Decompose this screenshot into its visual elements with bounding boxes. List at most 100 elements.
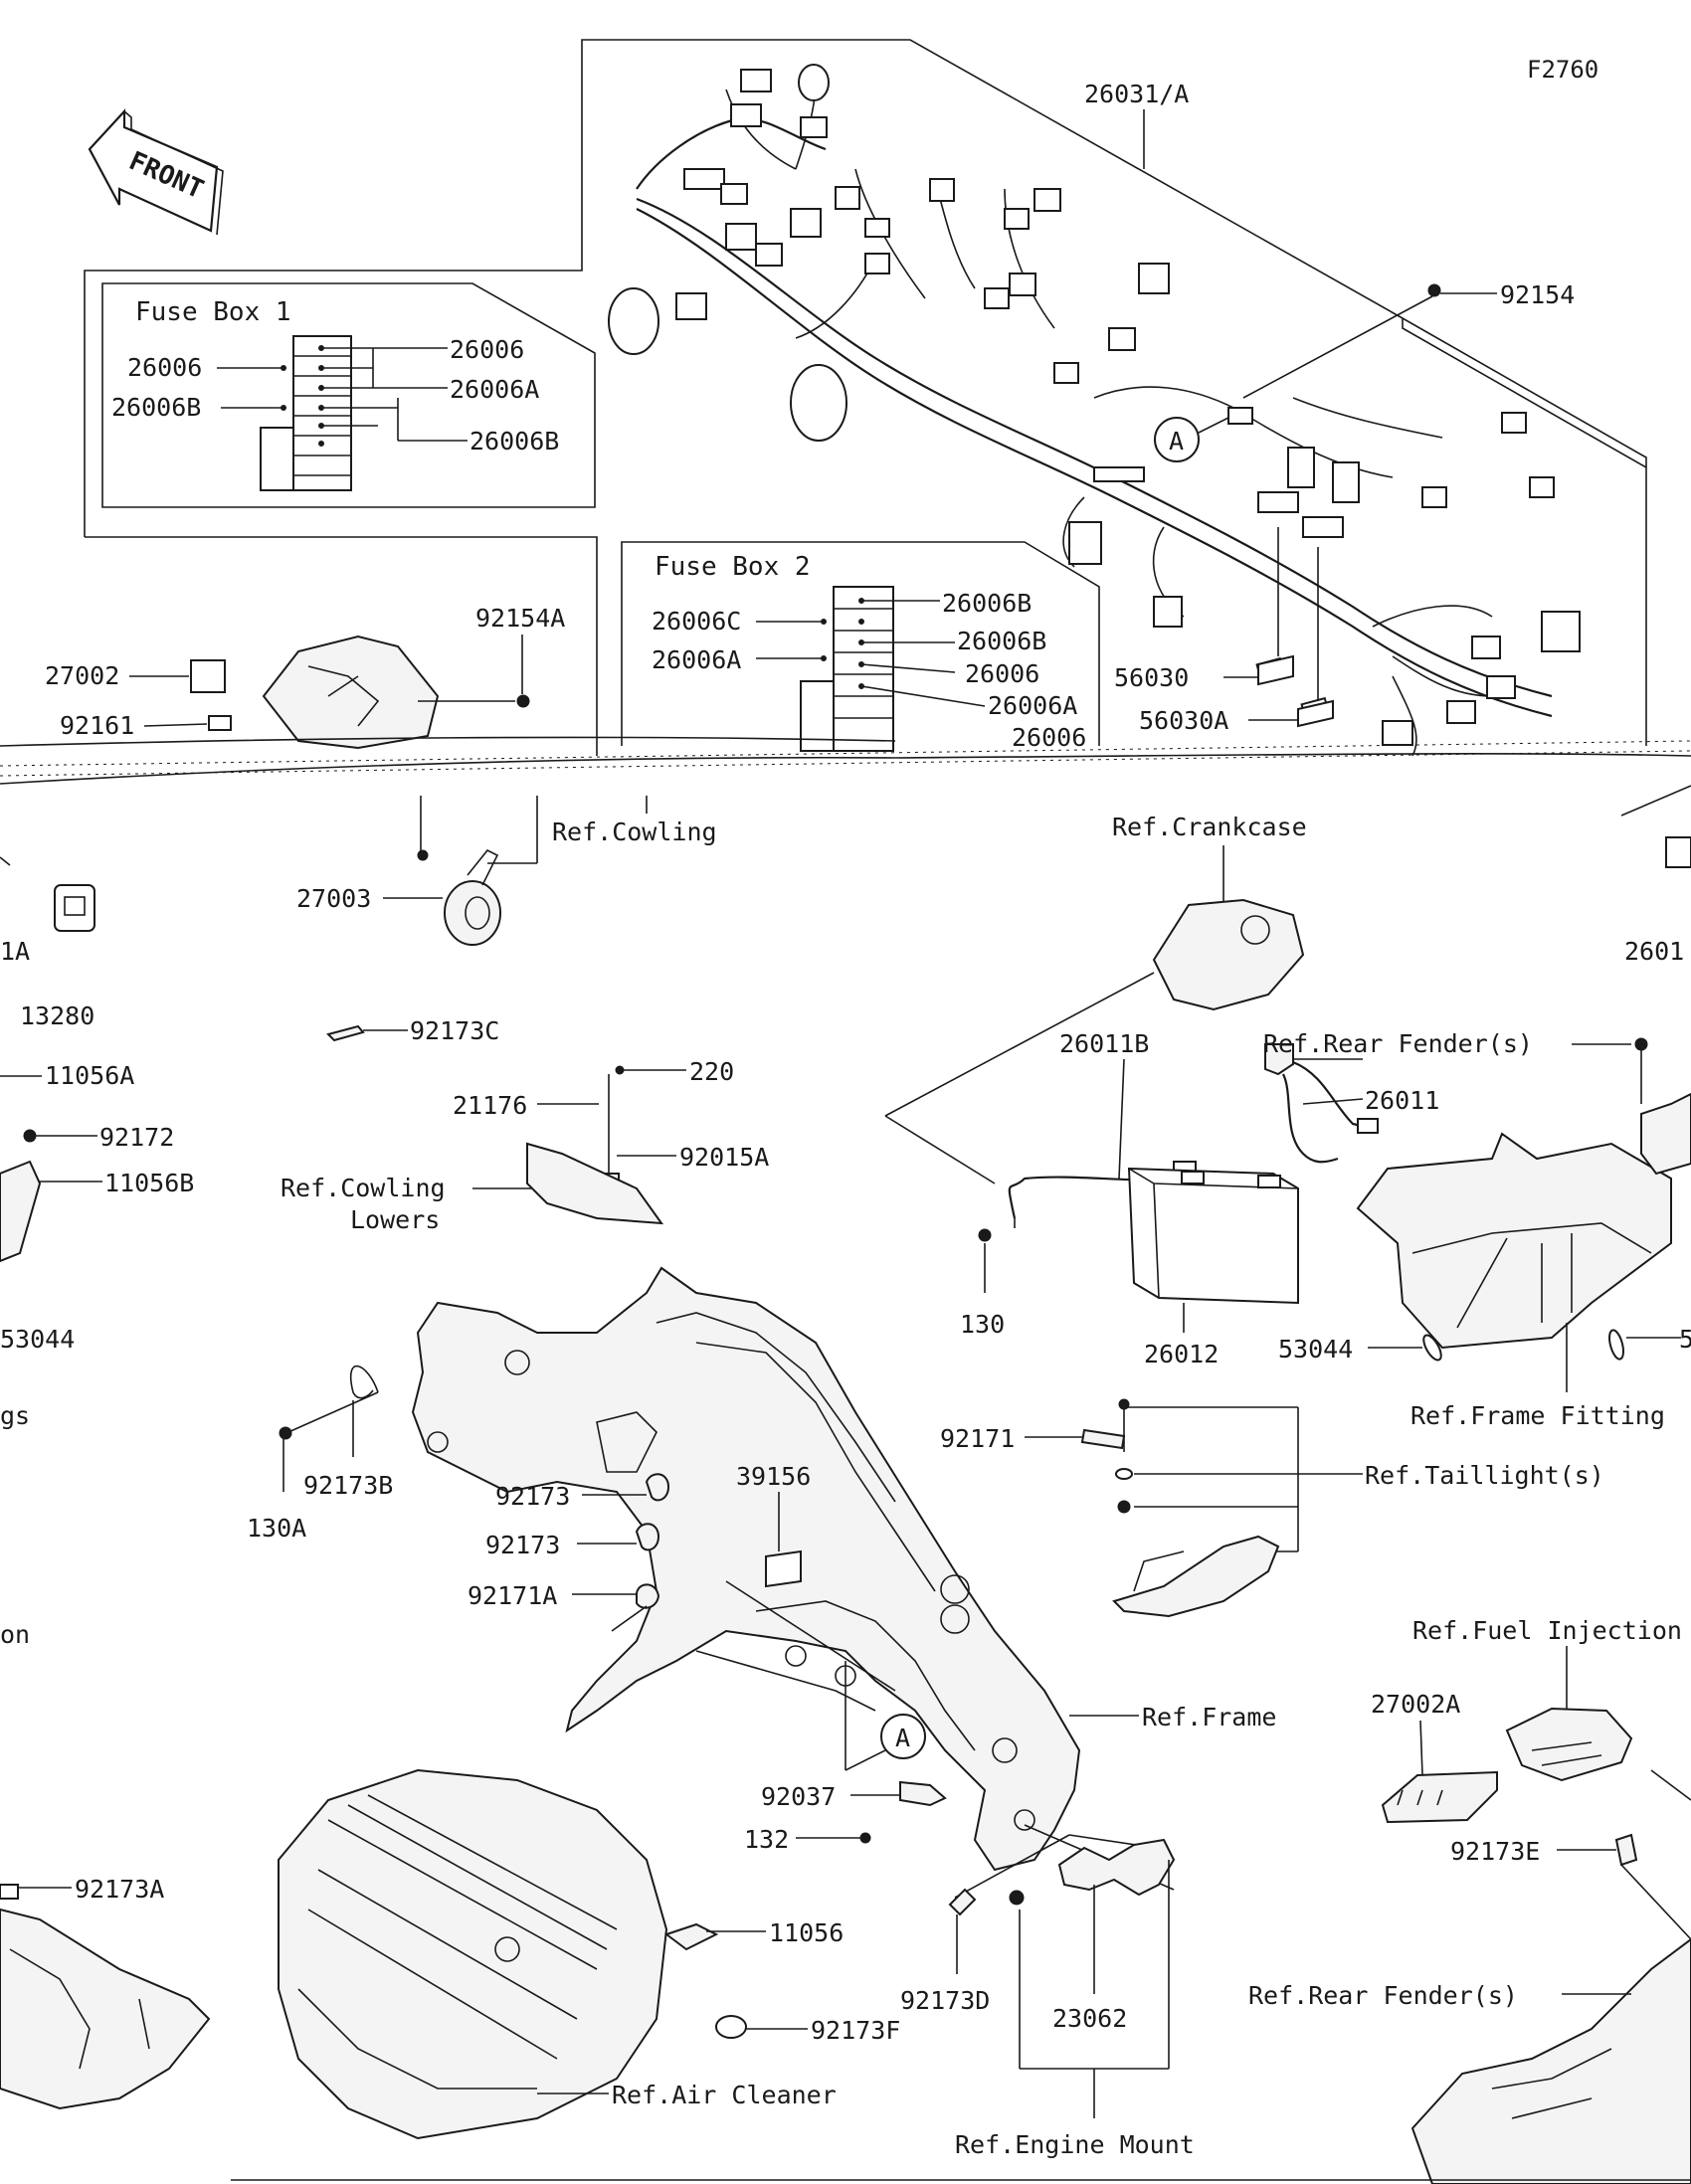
label-cut-right-2601: 2601 (1624, 937, 1684, 966)
label-bracket-92037: 92037 (761, 1782, 836, 1811)
label-ref-cowling-lowers-2: Lowers (350, 1205, 440, 1234)
label-left-gs: gs (0, 1401, 30, 1430)
label-clip-92173d: 92173D (900, 1986, 990, 2015)
label-clip-92173f: 92173F (811, 2016, 900, 2045)
relay-bracket (262, 635, 440, 750)
engine-mount-bracket-23062 (1057, 1838, 1176, 1897)
label-ref-frame: Ref.Frame (1142, 1703, 1276, 1731)
label-bolt-92154a: 92154A (475, 604, 565, 633)
diagram-code: F2760 (1527, 56, 1598, 84)
fuse-box-2-right-label-1: 26006B (942, 589, 1032, 618)
fuse-box-1-panel: Fuse Box 1 26006 26006B 26006 26006A 260… (101, 282, 596, 508)
fuel-injection-bracket (1505, 1707, 1633, 1782)
label-clip-92173-b: 92173 (485, 1531, 560, 1559)
label-switch-21176: 21176 (453, 1091, 527, 1120)
label-bracket-23062: 23062 (1052, 2004, 1127, 2033)
part-13280 (54, 884, 95, 932)
fuse-box-1-left-label-2: 26006B (111, 393, 201, 422)
fuse-box-2-title: Fuse Box 2 (655, 552, 811, 582)
label-ref-engine-mount: Ref.Engine Mount (955, 2130, 1195, 2159)
fuse-box-1-right-label-2: 26006A (450, 375, 539, 404)
label-cable-26011b: 26011B (1059, 1029, 1149, 1058)
label-left-53044: 53044 (0, 1325, 75, 1354)
label-bolt-132: 132 (744, 1825, 789, 1854)
label-clip-92173c: 92173C (410, 1016, 499, 1045)
air-cleaner-housing (278, 1768, 668, 2140)
label-cable-26011: 26011 (1365, 1086, 1439, 1115)
battery-26012 (1127, 1167, 1299, 1305)
label-bolt-130a: 130A (247, 1514, 306, 1543)
battery-tray (1356, 1132, 1672, 1350)
fuse-box-1-right-label-1: 26006 (450, 335, 524, 364)
label-left-cut-1a: 1A (0, 937, 30, 966)
label-sticker-56030: 56030 (1114, 663, 1189, 692)
fuse-box-2-left-label-2: 26006A (652, 645, 741, 674)
relay-27002 (190, 659, 226, 693)
fuse-box-2-right-label-2: 26006B (957, 627, 1046, 655)
label-harness: 26031/A (1084, 80, 1189, 108)
top-assembly-outline (84, 39, 1647, 746)
main-wiring-harness (608, 64, 1581, 757)
label-39156: 39156 (736, 1462, 811, 1491)
label-ref-frame-fitting: Ref.Frame Fitting (1410, 1401, 1665, 1430)
label-horn-27003: 27003 (296, 884, 371, 913)
marker-a-top (1154, 417, 1200, 462)
label-ref-rear-fender-top: Ref.Rear Fender(s) (1263, 1029, 1533, 1058)
label-bracket-92161: 92161 (60, 711, 134, 740)
crankcase-part (1152, 898, 1305, 1011)
marker-a-top-label: A (1169, 427, 1184, 455)
fuse-box-1-left-label-1: 26006 (127, 353, 202, 382)
label-ref-rear-fender-bottom: Ref.Rear Fender(s) (1248, 1981, 1518, 2010)
label-11056b: 11056B (104, 1169, 194, 1197)
clip-92173c (326, 1024, 365, 1042)
label-battery-26012: 26012 (1144, 1340, 1219, 1368)
label-damper-53044: 53044 (1278, 1335, 1353, 1364)
label-ref-taillight: Ref.Taillight(s) (1365, 1461, 1604, 1490)
left-bottom-part (0, 1908, 211, 2110)
clip-92173d (948, 1888, 977, 1916)
label-11056a: 11056A (45, 1061, 134, 1090)
label-sticker-56030a: 56030A (1139, 706, 1228, 735)
label-bolt-130: 130 (960, 1310, 1005, 1339)
label-relay-27002: 27002 (45, 661, 119, 690)
label-clip-92171: 92171 (940, 1424, 1015, 1453)
diagram-cut-band (0, 740, 1691, 767)
label-left-13280: 13280 (20, 1001, 94, 1030)
rear-fender-part (1410, 1937, 1691, 2184)
label-ref-cowling-top: Ref.Cowling (552, 818, 717, 846)
label-right-cut-5: 5 (1679, 1325, 1691, 1354)
label-clip-92173b: 92173B (303, 1471, 393, 1500)
label-clip-92173a: 92173A (75, 1875, 164, 1904)
label-part-11056: 11056 (769, 1918, 844, 1947)
horn-27003 (444, 880, 501, 946)
clip-92173f (715, 2015, 747, 2039)
label-nut-92015a: 92015A (679, 1143, 769, 1172)
front-arrow-icon: FRONT (88, 108, 224, 236)
fuse-box-1-title: Fuse Box 1 (135, 297, 291, 327)
fuse-box-2-panel: Fuse Box 2 26006C 26006A 26006B 26006B 2… (621, 541, 1100, 752)
marker-a-bottom-label: A (895, 1724, 910, 1752)
label-left-on: on (0, 1620, 30, 1649)
fuse-box-2-right-label-5: 26006 (1012, 723, 1086, 752)
fuse-box-2-left-label-1: 26006C (652, 607, 741, 636)
taillight (1112, 1535, 1280, 1618)
label-ref-cowling-lowers-1: Ref.Cowling (281, 1174, 446, 1202)
marker-a-bottom (880, 1714, 926, 1759)
label-clip-92173e: 92173E (1450, 1837, 1540, 1866)
label-ref-crankcase: Ref.Crankcase (1112, 813, 1307, 841)
label-screw-92172: 92172 (99, 1123, 174, 1152)
label-screw-220: 220 (689, 1057, 734, 1086)
fuse-box-2-right-label-3: 26006 (965, 659, 1039, 688)
label-ecu-27002a: 27002A (1371, 1690, 1460, 1719)
part-11056-bracket (663, 1922, 719, 1951)
main-frame (411, 1266, 1081, 1872)
label-screw-92154: 92154 (1500, 280, 1575, 309)
fuse-box-2-right-label-4: 26006A (988, 691, 1077, 720)
cowling-lowers-bracket (526, 1142, 664, 1225)
label-clip-92171a: 92171A (468, 1581, 557, 1610)
label-ref-air-cleaner: Ref.Air Cleaner (612, 2081, 837, 2109)
label-clip-92173-a: 92173 (495, 1482, 570, 1511)
bracket-92037 (899, 1780, 947, 1807)
label-ref-fuel-injection: Ref.Fuel Injection (1412, 1616, 1682, 1645)
